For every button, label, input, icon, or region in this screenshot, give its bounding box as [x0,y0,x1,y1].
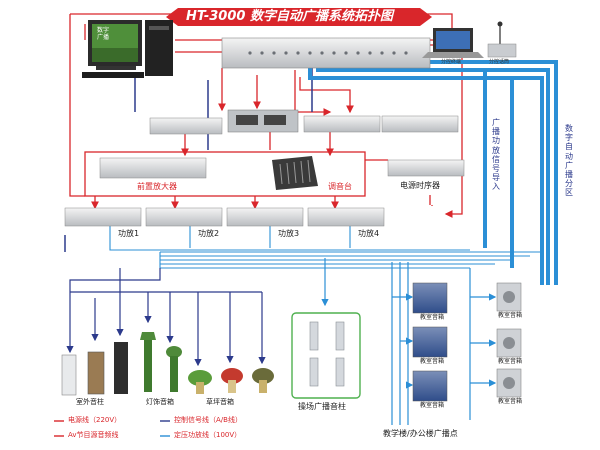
preamp-label: 前置放大器 [137,182,177,191]
cassette-deck [227,109,299,133]
laptop-label: 分控终端 [441,59,462,65]
zone-label: 数字自动广播分区 [565,124,573,198]
zone-drop-lines [321,258,497,425]
signal-input-label: 广播功放信号导入 [492,118,500,192]
legend-power: 电源线（220V） [68,416,122,424]
classroom-label-5: 教室音箱 [498,358,523,365]
classroom-speakers-left [412,282,448,402]
legend-av: Av节目源音频线 [68,431,119,439]
legend-control: 控制信号线（A/B线） [174,416,242,424]
amp-output-lines [109,226,540,269]
classroom-label-3: 教室音箱 [420,402,445,409]
paging-microphone-icon [487,21,517,58]
column-speaker-2 [87,351,105,395]
broadcast-controller [221,37,431,69]
amplifier-2 [145,207,223,227]
playground-label: 操场广播音柱 [298,402,346,411]
lawn-speaker-2 [221,368,243,393]
speaker-drop-lines [66,268,266,367]
playground-group-frame [291,312,361,399]
sequencer-label: 电源时序器 [400,181,440,190]
column-speaker-1 [61,354,77,396]
classroom-label-4: 教室音箱 [498,312,523,319]
mixer-label: 调音台 [328,182,352,191]
amplifier-4 [307,207,385,227]
lawn-speaker-1 [188,370,212,394]
playground-column-speakers [309,321,345,387]
sequencer-device [387,159,465,177]
preamp-device [99,157,207,179]
classroom-label-2: 教室音箱 [420,358,445,365]
mixer-device [272,156,318,190]
amplifier-1 [64,207,142,227]
legend-swatches [54,420,170,437]
classroom-label-6: 教室音箱 [498,398,523,405]
lawn-speaker-label: 草坪音箱 [206,398,234,406]
column-speaker-3 [114,342,128,394]
amplifier-3 [226,207,304,227]
amp3-label: 功放3 [278,229,300,238]
diagram-title: HT-3000 数字自动广播系统拓扑图 [186,9,393,24]
classroom-speakers-right [496,282,522,398]
lamp-speaker-1 [140,332,156,392]
computer-icon [82,20,173,78]
legend-voltage: 定压功放线（100V） [174,431,242,439]
outdoor-speaker-label: 室外音柱 [76,398,104,406]
mp3-player [381,115,459,133]
pc-screen-label: 数字 广播 [97,27,110,42]
amp4-label: 功放4 [358,229,380,238]
garden-speaker-label: 灯饰音箱 [146,398,174,406]
laptop-icon [422,28,484,58]
mic-label: 分控话筒 [489,59,510,65]
building-label: 教学楼/办公楼广播点 [383,429,458,438]
cd-player [149,117,223,135]
tuner [303,115,381,133]
lamp-speaker-2 [166,346,182,392]
amp2-label: 功放2 [198,229,220,238]
lawn-speaker-3 [252,368,274,393]
title-banner [166,8,432,26]
amp1-label: 功放1 [118,229,140,238]
classroom-label-1: 教室音箱 [420,314,445,321]
